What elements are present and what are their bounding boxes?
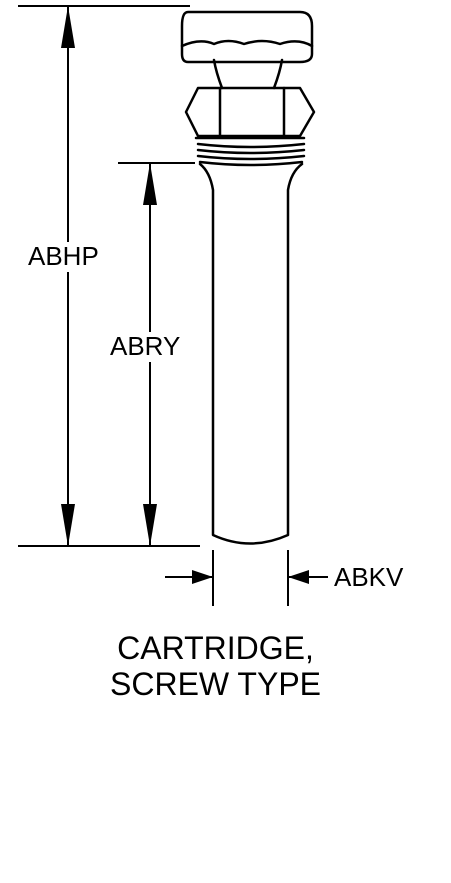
cap-underside: [180, 39, 314, 48]
dim-label-diameter: ABKV: [334, 562, 404, 592]
caption: CARTRIDGE, SCREW TYPE: [0, 630, 431, 702]
dim-label-overall-length: ABHP: [28, 241, 99, 271]
hex-nut: [184, 86, 316, 138]
arrow-body-bottom: [143, 504, 157, 546]
dim-label-body-length: ABRY: [110, 331, 181, 361]
caption-line-1: CARTRIDGE,: [117, 630, 314, 666]
neck-left: [212, 58, 224, 90]
body-tube: [198, 162, 304, 545]
arrow-body-top: [143, 163, 157, 205]
thread-5: [198, 160, 304, 167]
thread-2: [196, 142, 306, 149]
thread-3: [196, 148, 306, 155]
thread-4: [196, 154, 306, 161]
neck-right: [272, 58, 284, 90]
arrow-overall-bottom: [61, 504, 75, 546]
cap-knob: [180, 10, 314, 64]
arrow-overall-top: [61, 6, 75, 48]
arrow-diam-left: [192, 570, 213, 584]
arrow-diam-right: [288, 570, 309, 584]
caption-line-2: SCREW TYPE: [110, 666, 321, 702]
